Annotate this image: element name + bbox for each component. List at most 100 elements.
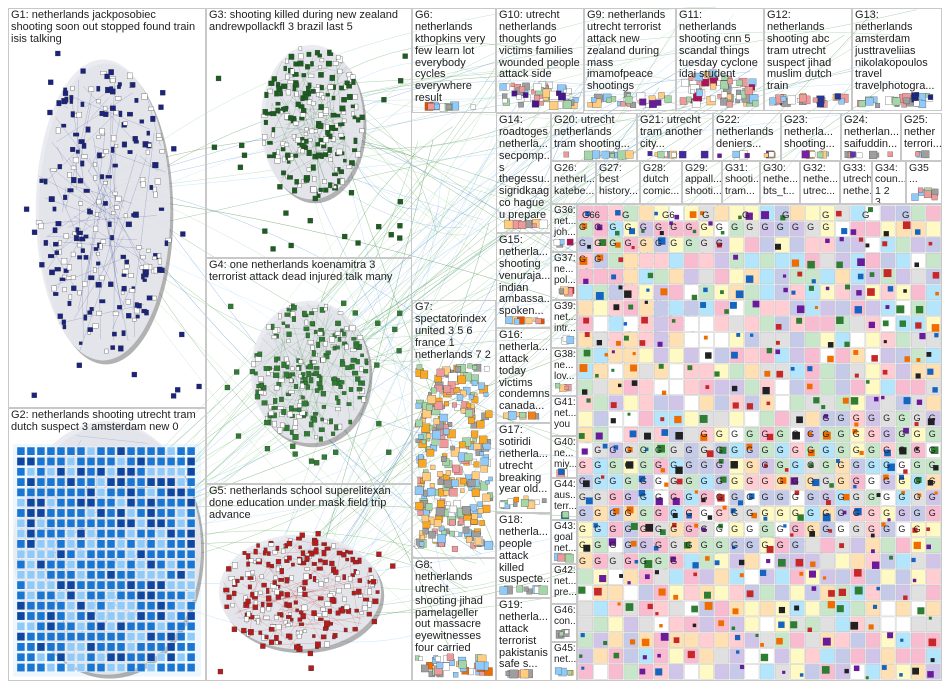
node[interactable] <box>61 98 68 105</box>
node[interactable] <box>583 349 591 357</box>
node[interactable] <box>92 323 99 329</box>
node[interactable] <box>764 370 771 377</box>
node[interactable] <box>882 369 888 375</box>
node[interactable] <box>275 594 281 600</box>
node[interactable] <box>932 272 940 279</box>
isolate-node[interactable] <box>186 467 196 477</box>
isolate-node[interactable] <box>156 601 166 611</box>
node[interactable] <box>649 100 657 108</box>
isolate-node[interactable] <box>136 560 146 569</box>
node[interactable] <box>585 211 590 216</box>
node[interactable] <box>520 669 529 679</box>
isolate-node[interactable] <box>146 611 156 621</box>
node[interactable] <box>739 573 744 578</box>
node[interactable] <box>826 500 831 506</box>
node[interactable] <box>504 219 514 229</box>
isolate-node[interactable] <box>176 446 186 456</box>
isolate-node[interactable] <box>96 487 106 497</box>
node[interactable] <box>390 563 396 569</box>
node[interactable] <box>341 552 347 558</box>
node[interactable] <box>813 397 820 404</box>
node[interactable] <box>854 422 859 427</box>
node[interactable] <box>88 86 95 92</box>
node[interactable] <box>70 146 76 152</box>
isolate-node[interactable] <box>16 621 26 631</box>
node[interactable] <box>467 363 473 369</box>
node[interactable] <box>235 433 242 439</box>
node[interactable] <box>872 604 878 609</box>
node[interactable] <box>70 165 77 170</box>
node[interactable] <box>426 404 433 411</box>
node[interactable] <box>297 617 303 622</box>
isolate-node[interactable] <box>26 663 36 672</box>
node[interactable] <box>690 89 695 94</box>
node[interactable] <box>871 561 880 569</box>
node[interactable] <box>681 79 689 87</box>
node[interactable] <box>704 71 711 78</box>
node[interactable] <box>451 479 459 487</box>
isolate-node[interactable] <box>26 467 36 477</box>
node[interactable] <box>291 562 295 567</box>
node[interactable] <box>807 260 815 269</box>
node[interactable] <box>564 629 569 634</box>
node[interactable] <box>724 309 729 314</box>
isolate-node[interactable] <box>156 632 166 642</box>
node[interactable] <box>882 241 888 247</box>
node[interactable] <box>48 196 55 203</box>
node[interactable] <box>120 254 127 259</box>
node[interactable] <box>306 149 312 157</box>
node[interactable] <box>268 626 275 632</box>
node[interactable] <box>516 585 524 593</box>
node[interactable] <box>766 558 771 564</box>
node[interactable] <box>345 557 350 562</box>
node[interactable] <box>336 587 342 594</box>
node[interactable] <box>324 620 331 627</box>
node[interactable] <box>661 429 669 436</box>
node[interactable] <box>308 421 314 428</box>
node[interactable] <box>903 289 907 293</box>
node[interactable] <box>917 493 922 498</box>
isolate-node[interactable] <box>176 652 186 662</box>
node[interactable] <box>639 668 646 675</box>
node[interactable] <box>78 139 85 145</box>
node[interactable] <box>272 421 277 428</box>
isolate-node[interactable] <box>136 621 146 631</box>
node[interactable] <box>57 164 63 170</box>
isolate-node[interactable] <box>136 467 146 477</box>
node[interactable] <box>887 463 895 472</box>
node[interactable] <box>279 396 284 402</box>
node[interactable] <box>927 94 934 100</box>
node[interactable] <box>720 290 724 295</box>
node[interactable] <box>346 402 352 406</box>
node[interactable] <box>275 558 282 565</box>
node[interactable] <box>453 672 459 678</box>
isolate-node[interactable] <box>126 570 136 580</box>
node[interactable] <box>237 164 244 170</box>
isolate-node[interactable] <box>106 529 116 538</box>
node[interactable] <box>111 135 117 142</box>
node[interactable] <box>246 553 251 560</box>
isolate-node[interactable] <box>76 591 86 600</box>
node[interactable] <box>443 489 449 496</box>
node[interactable] <box>83 234 89 239</box>
node[interactable] <box>915 373 921 379</box>
isolate-node[interactable] <box>116 467 126 477</box>
node[interactable] <box>421 423 431 433</box>
isolate-node[interactable] <box>136 518 146 528</box>
node[interactable] <box>449 487 458 497</box>
node[interactable] <box>927 418 935 426</box>
isolate-node[interactable] <box>36 591 46 600</box>
node[interactable] <box>898 474 904 480</box>
node[interactable] <box>331 380 338 386</box>
node[interactable] <box>853 350 859 355</box>
node[interactable] <box>397 310 403 316</box>
node[interactable] <box>602 443 608 449</box>
isolate-node[interactable] <box>156 539 166 549</box>
isolate-node[interactable] <box>66 663 76 672</box>
node[interactable] <box>784 468 789 472</box>
isolate-node[interactable] <box>146 457 156 466</box>
node[interactable] <box>823 414 829 419</box>
node[interactable] <box>828 529 833 533</box>
node[interactable] <box>261 400 268 406</box>
node[interactable] <box>417 510 424 516</box>
